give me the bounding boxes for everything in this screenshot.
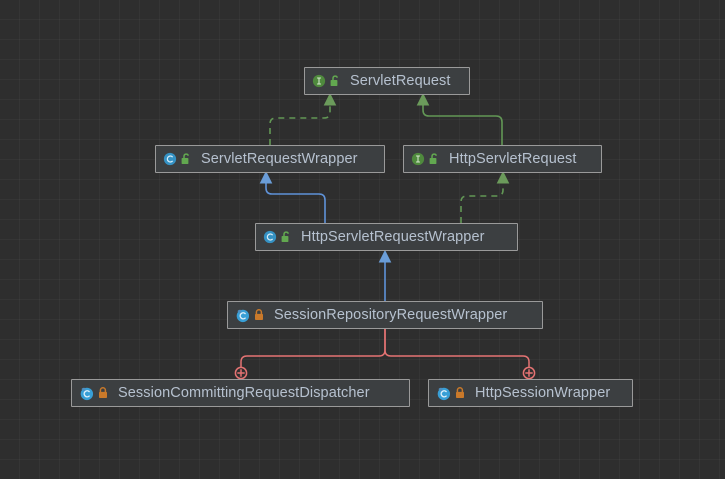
- edge-http-servlet-request-wrapper-implements-http-servlet-request: [460, 170, 510, 223]
- node-label: HttpServletRequest: [449, 150, 577, 167]
- inner-class-icon: [437, 387, 451, 400]
- node-icons: [411, 152, 440, 166]
- node-http-servlet-request-wrapper[interactable]: HttpServletRequestWrapper: [255, 223, 518, 251]
- node-icons: [263, 230, 292, 244]
- node-label: HttpSessionWrapper: [475, 384, 611, 401]
- inner-class-icon: [80, 387, 94, 400]
- node-label: SessionCommittingRequestDispatcher: [118, 384, 370, 401]
- lock-icon: [456, 387, 464, 398]
- lock-icon: [99, 387, 107, 398]
- node-label: ServletRequest: [350, 72, 451, 89]
- unlock-icon: [281, 231, 290, 242]
- unlock-icon: [330, 75, 339, 86]
- lock-icon: [255, 309, 263, 320]
- class-icon: [263, 230, 277, 244]
- node-icons: [163, 152, 192, 166]
- inner-class-icon: [236, 309, 250, 322]
- node-session-committing-request-dispatcher[interactable]: SessionCommittingRequestDispatcher: [71, 379, 410, 407]
- node-icons: [436, 386, 466, 401]
- node-session-repository-request-wrapper[interactable]: SessionRepositoryRequestWrapper: [227, 301, 543, 329]
- node-servlet-request-wrapper[interactable]: ServletRequestWrapper: [155, 145, 385, 173]
- edge-session-repository-request-wrapper-extends-http-servlet-request-wrapper: [378, 249, 392, 301]
- node-label: SessionRepositoryRequestWrapper: [274, 306, 508, 323]
- unlock-icon: [429, 153, 438, 164]
- node-http-session-wrapper[interactable]: HttpSessionWrapper: [428, 379, 633, 407]
- interface-icon: [411, 152, 425, 166]
- node-http-servlet-request[interactable]: HttpServletRequest: [403, 145, 602, 173]
- edge-http-servlet-request-extends-servlet-request: [416, 92, 503, 145]
- unlock-icon: [181, 153, 190, 164]
- node-icons: [235, 308, 265, 323]
- node-icons: [79, 386, 109, 401]
- edge-session-repository-request-wrapper-contains-http-session-wrapper: [384, 329, 536, 380]
- interface-icon: [312, 74, 326, 88]
- edge-servlet-request-wrapper-implements-servlet-request: [269, 92, 337, 145]
- node-icons: [312, 74, 341, 88]
- node-label: HttpServletRequestWrapper: [301, 228, 485, 245]
- node-label: ServletRequestWrapper: [201, 150, 358, 167]
- node-servlet-request[interactable]: ServletRequest: [304, 67, 470, 95]
- edge-http-servlet-request-wrapper-extends-servlet-request-wrapper: [259, 170, 326, 223]
- edge-session-repository-request-wrapper-contains-session-committing-request-dispatcher: [234, 329, 386, 380]
- class-icon: [163, 152, 177, 166]
